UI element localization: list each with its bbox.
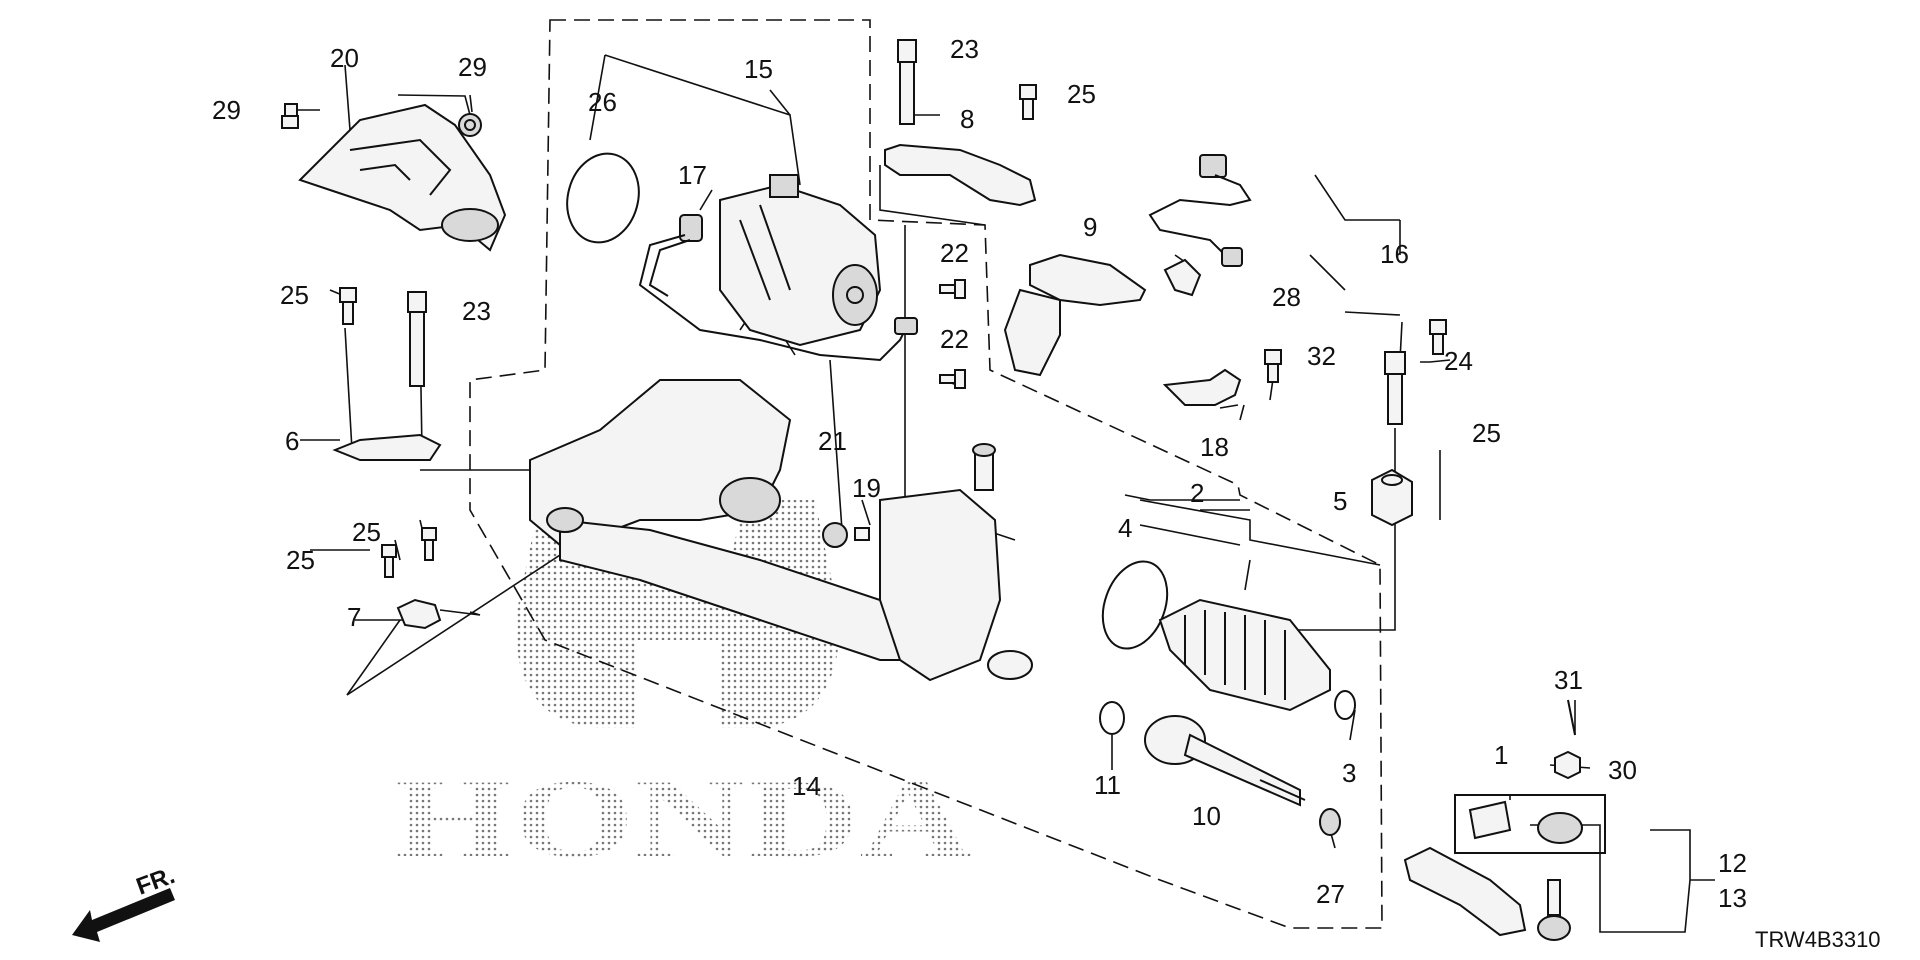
callout-19: 19 xyxy=(852,473,881,503)
part-1-kit-box xyxy=(1454,794,1606,854)
part-29-nut-right xyxy=(458,113,482,137)
callout-5: 5 xyxy=(1333,486,1347,516)
part-30-nut xyxy=(1554,750,1581,780)
part-32-bolt xyxy=(1264,349,1282,383)
callout-20: 20 xyxy=(330,43,359,73)
part-16-sensor-harness xyxy=(1148,154,1252,267)
part-9-cover xyxy=(1003,253,1147,377)
callout-7: 7 xyxy=(347,602,361,632)
part-26-o-ring xyxy=(566,152,640,244)
callout-25-lower-b: 25 xyxy=(286,545,315,575)
part-25-bolt-right xyxy=(1429,319,1447,355)
callout-21: 21 xyxy=(818,426,847,456)
callout-31: 31 xyxy=(1554,665,1583,695)
part-29-bolt-left xyxy=(281,103,299,129)
callout-15: 15 xyxy=(744,54,773,84)
callout-32: 32 xyxy=(1307,341,1336,371)
callout-12: 12 xyxy=(1718,848,1747,878)
part-23-bolt-top xyxy=(897,39,917,125)
part-1-grease-packet xyxy=(1468,800,1512,840)
part-25-bolt-left xyxy=(339,287,357,325)
diagram-code: TRW4B3310 xyxy=(1755,927,1881,952)
callout-13: 13 xyxy=(1718,883,1747,913)
part-14-steering-gearbox xyxy=(529,379,1033,682)
part-5-bracket xyxy=(1371,468,1413,527)
callout-22-upper: 22 xyxy=(940,238,969,268)
callout-11: 11 xyxy=(1094,770,1121,800)
callout-10: 10 xyxy=(1192,801,1221,831)
part-22-bolt-lower xyxy=(939,369,966,389)
part-28-clip xyxy=(1163,258,1202,297)
callout-30: 30 xyxy=(1608,755,1637,785)
part-19-plug xyxy=(854,527,870,541)
callout-labels: 1 2 3 4 5 6 7 8 9 10 11 12 13 14 15 16 1… xyxy=(212,34,1747,913)
callout-9: 9 xyxy=(1083,212,1097,242)
part-15-motor xyxy=(719,174,882,347)
part-3-clip xyxy=(1334,690,1356,720)
part-25-bolt-lower-a xyxy=(421,527,437,561)
part-25-bolt-lower-b xyxy=(381,544,397,578)
callout-23-left: 23 xyxy=(462,296,491,326)
part-17-connector xyxy=(638,214,918,362)
assembly-boundary xyxy=(469,19,1383,929)
callout-25-left: 25 xyxy=(280,280,309,310)
callout-24: 24 xyxy=(1444,346,1473,376)
callout-17: 17 xyxy=(678,160,707,190)
front-direction-arrow-icon: FR. xyxy=(72,862,178,942)
part-7-bracket xyxy=(396,598,442,630)
part-27-nut xyxy=(1319,808,1341,836)
callout-29-left: 29 xyxy=(212,95,241,125)
callout-14: 14 xyxy=(792,771,821,801)
callout-6: 6 xyxy=(285,426,299,456)
callout-8: 8 xyxy=(960,104,974,134)
callout-25-right: 25 xyxy=(1472,418,1501,448)
part-20-cover xyxy=(298,103,507,252)
callout-27: 27 xyxy=(1316,879,1345,909)
part-12-13-tie-rod-end xyxy=(1403,846,1571,941)
part-1-dust-boot xyxy=(1537,812,1583,844)
callout-28: 28 xyxy=(1272,282,1301,312)
callout-2: 2 xyxy=(1190,478,1204,508)
callout-29-right: 29 xyxy=(458,52,487,82)
callout-16: 16 xyxy=(1380,239,1409,269)
part-31-cotter-pin xyxy=(1567,699,1576,736)
part-18-bracket xyxy=(1162,368,1242,406)
part-11-ring xyxy=(1099,701,1125,735)
part-2-boot xyxy=(1158,598,1331,712)
callout-3: 3 xyxy=(1342,758,1356,788)
part-22-bolt-upper xyxy=(939,279,966,299)
part-25-bolt-top xyxy=(1019,84,1037,120)
callout-4: 4 xyxy=(1118,513,1132,543)
callout-26: 26 xyxy=(588,87,617,117)
part-10-tie-rod xyxy=(1144,715,1306,807)
callout-18: 18 xyxy=(1200,432,1229,462)
honda-wordmark: HONDA xyxy=(392,757,972,881)
part-8-bracket xyxy=(884,143,1037,207)
callout-23-top: 23 xyxy=(950,34,979,64)
callout-1: 1 xyxy=(1494,740,1508,770)
part-4-clamp xyxy=(1101,560,1169,650)
part-23-bolt-left xyxy=(407,291,427,387)
part-24-bolt xyxy=(1384,351,1406,425)
part-21-gear xyxy=(822,522,848,548)
callout-22-lower: 22 xyxy=(940,324,969,354)
part-6-bracket xyxy=(332,433,442,461)
callout-25-top: 25 xyxy=(1067,79,1096,109)
callout-25-lower-a: 25 xyxy=(352,517,381,547)
